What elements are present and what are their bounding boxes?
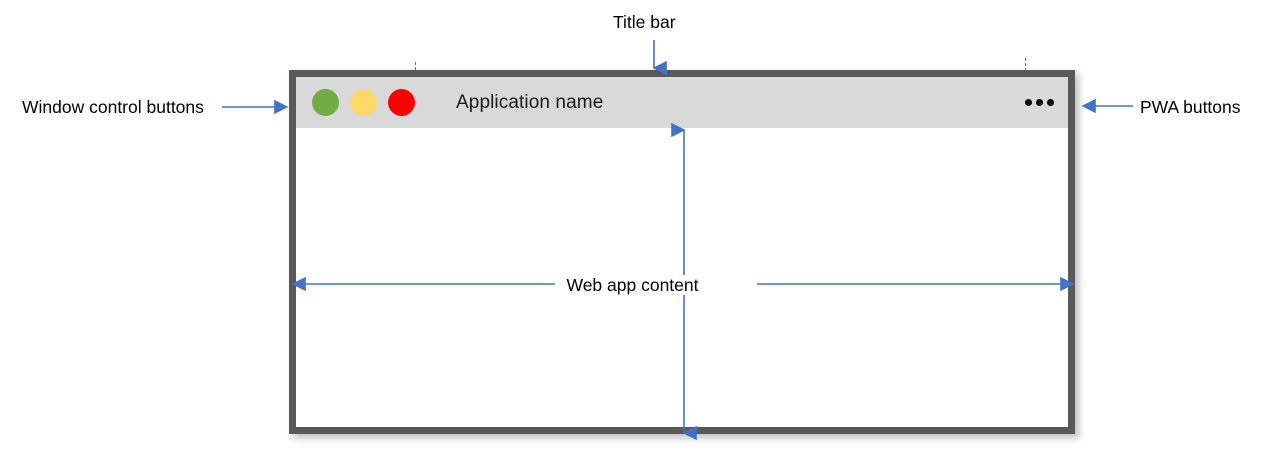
minimize-button[interactable]	[312, 89, 339, 116]
ellipsis-icon-dot-2	[1036, 99, 1043, 106]
annotation-label-web-content: Web app content	[0, 275, 1265, 296]
application-name-label: Application name	[456, 91, 604, 113]
annotation-label-title-bar: Title bar	[613, 12, 676, 32]
window-control-buttons	[296, 89, 415, 116]
annotation-label-pwa-buttons: PWA buttons	[1140, 97, 1241, 117]
maximize-button[interactable]	[350, 89, 377, 116]
ellipsis-icon-dot-1	[1025, 99, 1032, 106]
annotation-label-window-controls: Window control buttons	[22, 97, 204, 117]
application-window: Application name	[289, 70, 1075, 434]
title-bar[interactable]: Application name	[296, 77, 1068, 128]
annotation-label-web-content-text: Web app content	[554, 275, 711, 295]
ellipsis-icon-dot-3	[1047, 99, 1054, 106]
close-button[interactable]	[388, 89, 415, 116]
pwa-buttons[interactable]	[1025, 77, 1054, 128]
